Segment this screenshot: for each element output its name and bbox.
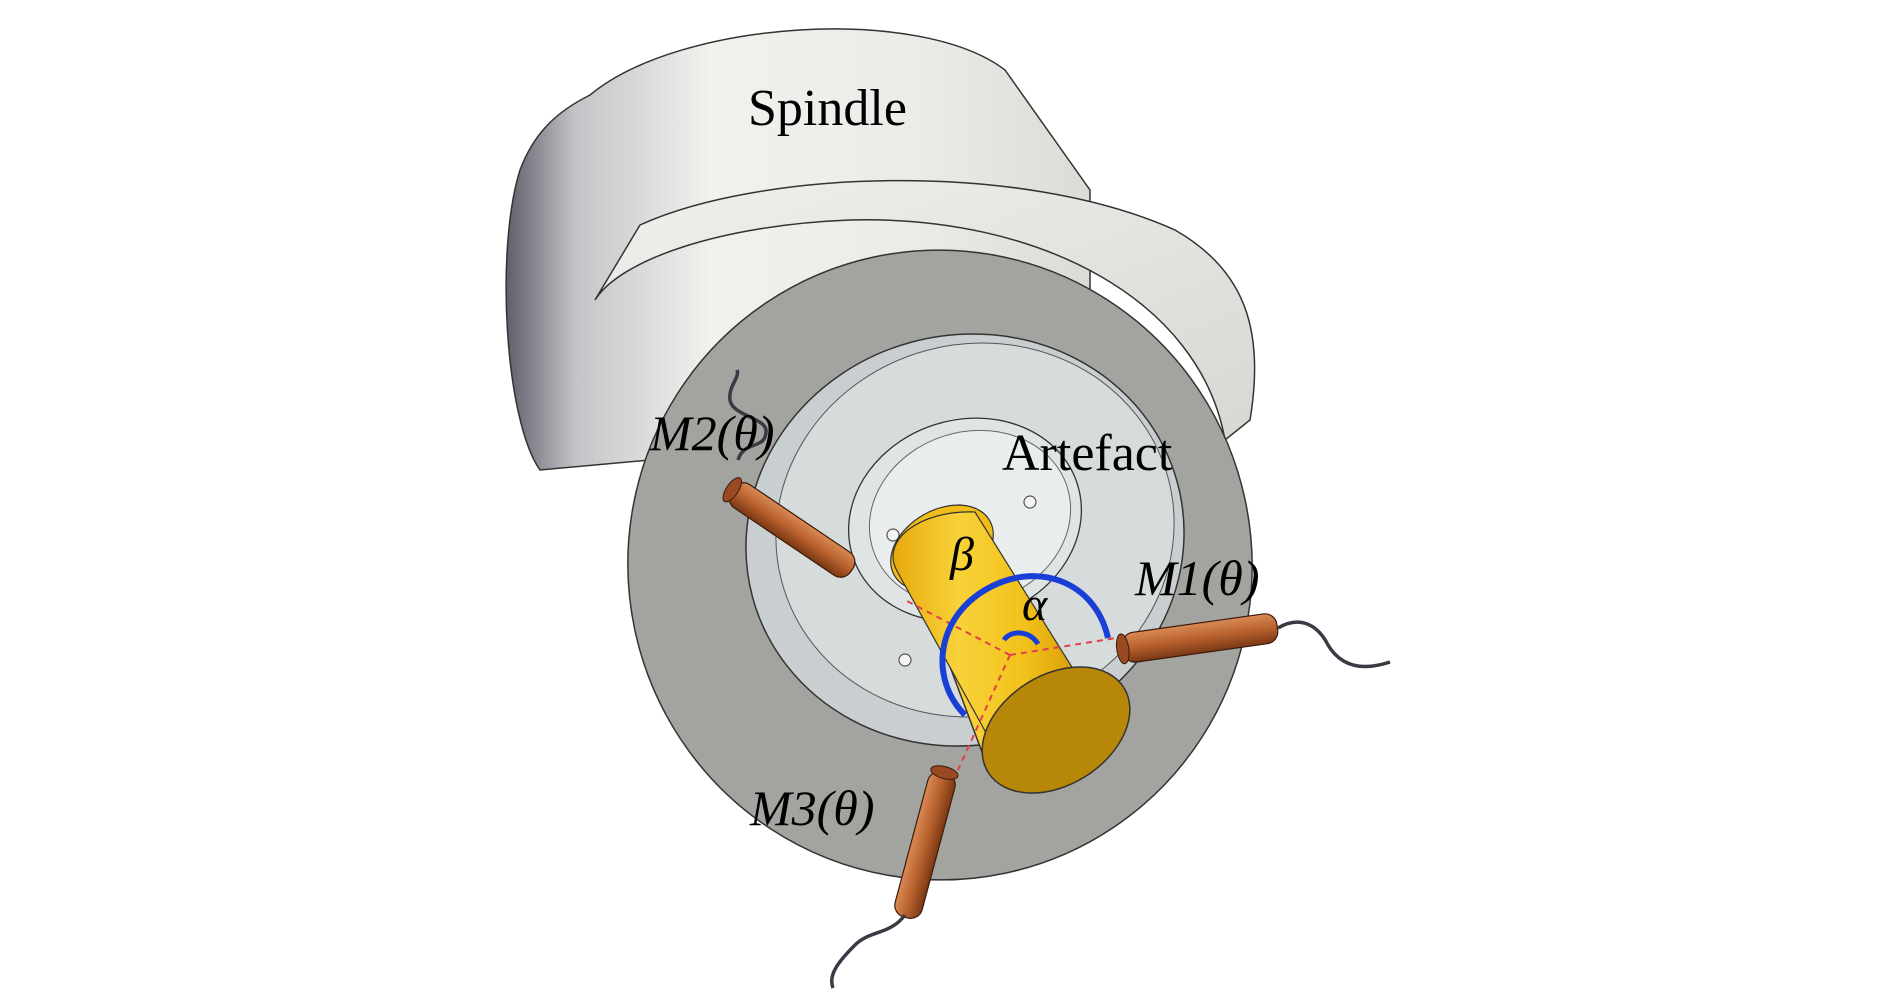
label-spindle: Spindle <box>748 80 907 137</box>
angle-beta-arc <box>939 573 1111 718</box>
probe-m1-cable <box>1277 620 1391 669</box>
line-to-m2 <box>904 599 1011 656</box>
probe-m3 <box>830 765 959 989</box>
artefact-cylinder <box>890 504 1131 794</box>
label-angle-beta: β <box>949 528 974 581</box>
screw-3 <box>898 653 912 667</box>
measurement-lines <box>904 599 1136 771</box>
artefact-end-face <box>981 666 1131 794</box>
label-probe-m3: M3(θ) <box>749 780 875 836</box>
label-angle-alpha: α <box>1022 578 1048 631</box>
screw-2 <box>1023 495 1037 509</box>
angle-alpha-arc <box>1001 630 1041 646</box>
label-probe-m2: M2(θ) <box>649 405 775 461</box>
angle-markers <box>939 573 1111 718</box>
probe-m2 <box>722 369 856 578</box>
probe-m2-cable <box>728 369 768 461</box>
probe-m3-cable <box>830 913 907 989</box>
screw-1 <box>886 528 900 542</box>
label-artefact: Artefact <box>1002 425 1173 482</box>
probe-m1 <box>1115 613 1391 669</box>
label-probe-m1: M1(θ) <box>1134 550 1260 606</box>
